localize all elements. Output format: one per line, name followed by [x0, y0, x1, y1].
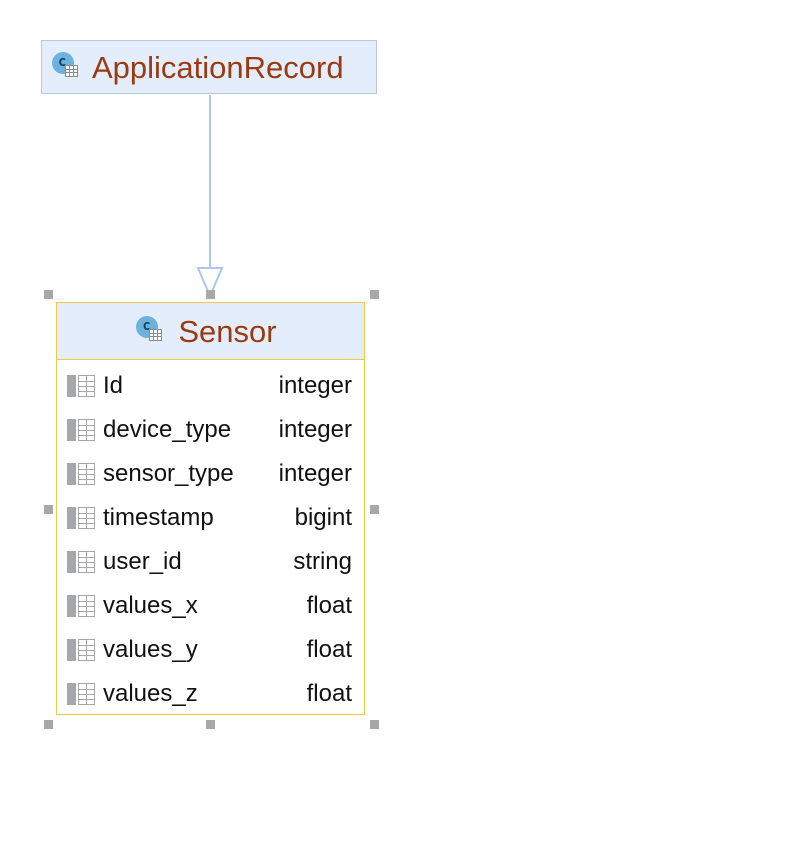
resize-handle-middle-right[interactable]	[370, 505, 379, 514]
column-row[interactable]: device_type integer	[57, 408, 364, 452]
parent-class-name: ApplicationRecord	[92, 49, 344, 85]
column-name: values_x	[103, 592, 198, 619]
column-name: device_type	[103, 416, 232, 443]
column-type: integer	[278, 372, 352, 399]
column-name: timestamp	[103, 504, 214, 531]
column-row[interactable]: sensor_type integer	[57, 452, 364, 496]
column-type: string	[293, 548, 352, 575]
column-icon	[67, 463, 95, 485]
column-type: float	[306, 636, 352, 663]
column-type: float	[306, 592, 352, 619]
column-row[interactable]: Id integer	[57, 364, 364, 408]
column-icon	[67, 375, 95, 397]
column-type: float	[306, 680, 352, 707]
resize-handle-bottom-center[interactable]	[206, 720, 215, 729]
class-icon: c	[52, 52, 82, 82]
column-name: values_y	[103, 636, 198, 663]
column-row[interactable]: values_z float	[57, 672, 364, 716]
entity-node-sensor[interactable]: c Sensor Id integer device_type integer …	[56, 302, 365, 715]
resize-handle-bottom-left[interactable]	[44, 720, 53, 729]
column-type: integer	[278, 416, 352, 443]
column-name: values_z	[103, 680, 198, 707]
column-icon	[67, 507, 95, 529]
column-name: user_id	[103, 548, 182, 575]
column-list: Id integer device_type integer sensor_ty…	[57, 360, 364, 716]
column-row[interactable]: values_y float	[57, 628, 364, 672]
column-name: Id	[103, 372, 124, 399]
column-name: sensor_type	[103, 460, 234, 487]
resize-handle-middle-left[interactable]	[44, 505, 53, 514]
column-icon	[67, 419, 95, 441]
resize-handle-bottom-right[interactable]	[370, 720, 379, 729]
column-type: integer	[278, 460, 352, 487]
resize-handle-top-right[interactable]	[370, 290, 379, 299]
column-type: bigint	[294, 504, 352, 531]
column-row[interactable]: values_x float	[57, 584, 364, 628]
column-icon	[67, 551, 95, 573]
resize-handle-top-center[interactable]	[206, 290, 215, 299]
column-row[interactable]: timestamp bigint	[57, 496, 364, 540]
parent-class-node[interactable]: c ApplicationRecord	[41, 40, 377, 94]
column-icon	[67, 595, 95, 617]
resize-handle-top-left[interactable]	[44, 290, 53, 299]
entity-name: Sensor	[178, 313, 277, 349]
class-icon: c	[136, 316, 166, 346]
column-icon	[67, 683, 95, 705]
column-icon	[67, 639, 95, 661]
column-row[interactable]: user_id string	[57, 540, 364, 584]
entity-header[interactable]: c Sensor	[57, 303, 364, 360]
